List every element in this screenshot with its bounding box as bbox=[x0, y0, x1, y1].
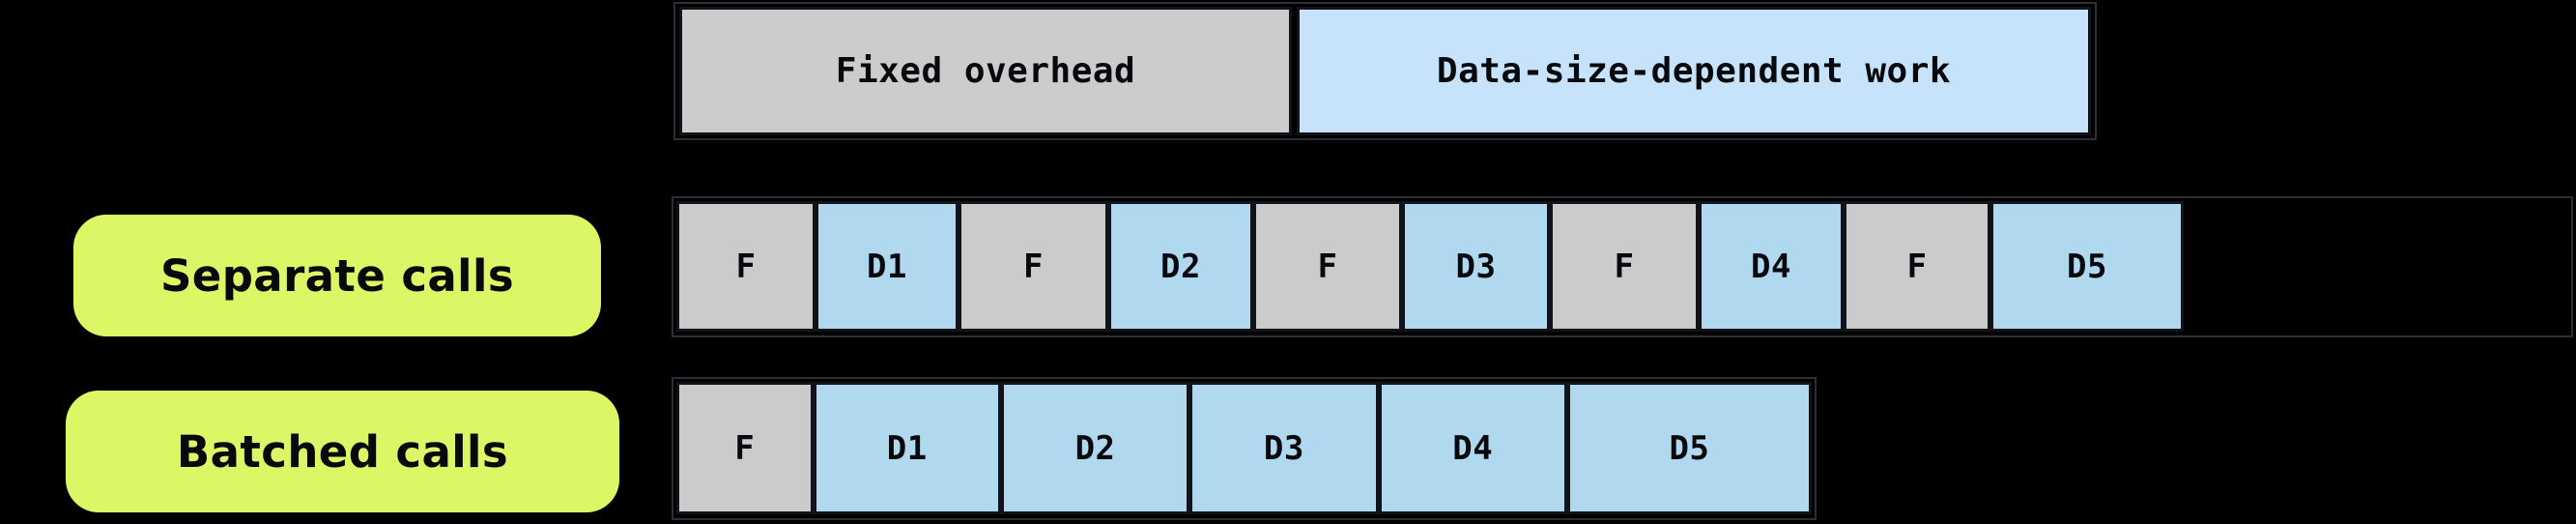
segment-separate-calls-d5-9: D5 bbox=[1990, 201, 2184, 332]
legend-swatch-fixed-overhead: Fixed overhead bbox=[679, 7, 1292, 135]
segment-batched-calls-d2-2: D2 bbox=[1000, 382, 1190, 514]
segment-label: D1 bbox=[867, 247, 907, 286]
segment-separate-calls-f-8: F bbox=[1844, 201, 1990, 332]
segment-label: F bbox=[1906, 247, 1928, 286]
segment-batched-calls-d5-5: D5 bbox=[1566, 382, 1812, 514]
segment-label: F bbox=[1023, 247, 1044, 286]
segment-label: F bbox=[1614, 247, 1635, 286]
segment-batched-calls-f-0: F bbox=[676, 382, 814, 514]
segment-label: D3 bbox=[1263, 428, 1304, 468]
segment-label: F bbox=[735, 247, 757, 286]
legend-label-data-size-dependent-work: Data-size-dependent work bbox=[1436, 51, 1952, 91]
timeline-batched-calls: F D1 D2 D3 D4 D5 bbox=[672, 377, 1817, 520]
legend: Fixed overhead Data-size-dependent work bbox=[673, 2, 2097, 140]
segment-separate-calls-f-6: F bbox=[1550, 201, 1699, 332]
segment-label: D3 bbox=[1455, 247, 1497, 286]
segment-label: D2 bbox=[1160, 247, 1201, 286]
segment-separate-calls-d4-7: D4 bbox=[1699, 201, 1844, 332]
segment-separate-calls-f-4: F bbox=[1253, 201, 1402, 332]
segment-label: D4 bbox=[1751, 247, 1791, 286]
segment-separate-calls-d2-3: D2 bbox=[1108, 201, 1253, 332]
segment-separate-calls-d1-1: D1 bbox=[816, 201, 959, 332]
segment-batched-calls-d4-4: D4 bbox=[1378, 382, 1567, 514]
segment-batched-calls-d3-3: D3 bbox=[1189, 382, 1379, 514]
segment-label: D5 bbox=[2067, 247, 2107, 286]
legend-label-fixed-overhead: Fixed overhead bbox=[835, 51, 1136, 91]
row-label-batched-calls-text: Batched calls bbox=[176, 425, 509, 478]
segment-label: D2 bbox=[1074, 428, 1116, 468]
segment-separate-calls-f-2: F bbox=[959, 201, 1108, 332]
segment-separate-calls-d3-5: D3 bbox=[1402, 201, 1550, 332]
legend-swatch-data-size-dependent-work: Data-size-dependent work bbox=[1297, 7, 2091, 135]
row-label-separate-calls-text: Separate calls bbox=[159, 249, 515, 302]
row-label-batched-calls: Batched calls bbox=[66, 391, 619, 512]
segment-label: D1 bbox=[886, 428, 928, 468]
segment-separate-calls-f-0: F bbox=[676, 201, 816, 332]
segment-label: F bbox=[1317, 247, 1338, 286]
timeline-separate-calls: F D1 F D2 F D3 F D4 F D5 bbox=[672, 196, 2573, 337]
row-label-separate-calls: Separate calls bbox=[73, 215, 601, 336]
segment-label: D4 bbox=[1452, 428, 1494, 468]
segment-label: F bbox=[734, 428, 756, 468]
segment-batched-calls-d1-1: D1 bbox=[813, 382, 1001, 514]
segment-label: D5 bbox=[1669, 428, 1710, 468]
